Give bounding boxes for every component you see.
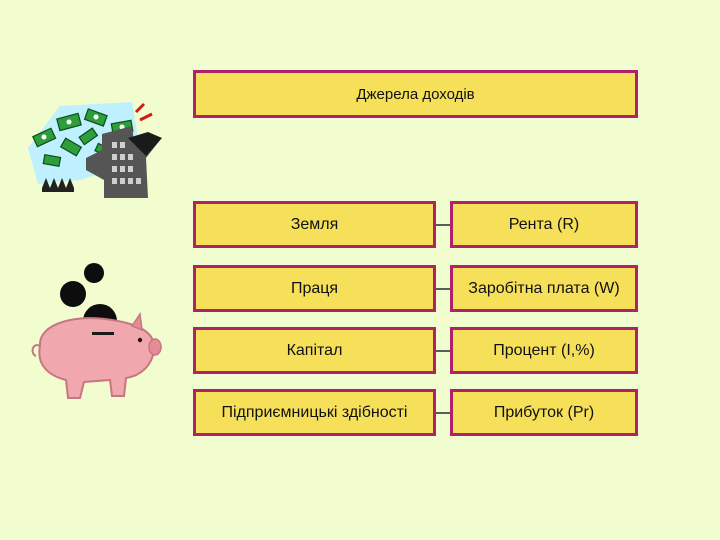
title-text: Джерела доходів <box>356 85 475 103</box>
income-source-label: Праця <box>290 279 339 297</box>
income-type-box: Рента (R) <box>450 201 638 248</box>
income-type-label: Рента (R) <box>508 215 580 233</box>
income-type-label: Процент (I,%) <box>493 341 595 359</box>
income-source-box: Підприємницькі здібності <box>193 389 436 436</box>
income-type-label: Прибуток (Pr) <box>493 403 595 421</box>
income-source-box: Капітал <box>193 327 436 374</box>
piggy-bank-coins-icon <box>31 263 162 399</box>
income-source-box: Праця <box>193 265 436 312</box>
income-source-box: Земля <box>193 201 436 248</box>
connector-line <box>436 350 450 352</box>
income-source-label: Земля <box>290 215 339 233</box>
income-type-box: Заробітна плата (W) <box>450 265 638 312</box>
income-source-label: Підприємницькі здібності <box>221 403 408 421</box>
money-factory-clipart-icon <box>28 102 162 198</box>
income-type-label: Заробітна плата (W) <box>468 279 620 297</box>
connector-line <box>436 288 450 290</box>
income-source-label: Капітал <box>286 341 343 359</box>
connector-line <box>436 412 450 414</box>
title-box: Джерела доходів <box>193 70 638 118</box>
connector-line <box>436 224 450 226</box>
income-type-box: Прибуток (Pr) <box>450 389 638 436</box>
income-type-box: Процент (I,%) <box>450 327 638 374</box>
